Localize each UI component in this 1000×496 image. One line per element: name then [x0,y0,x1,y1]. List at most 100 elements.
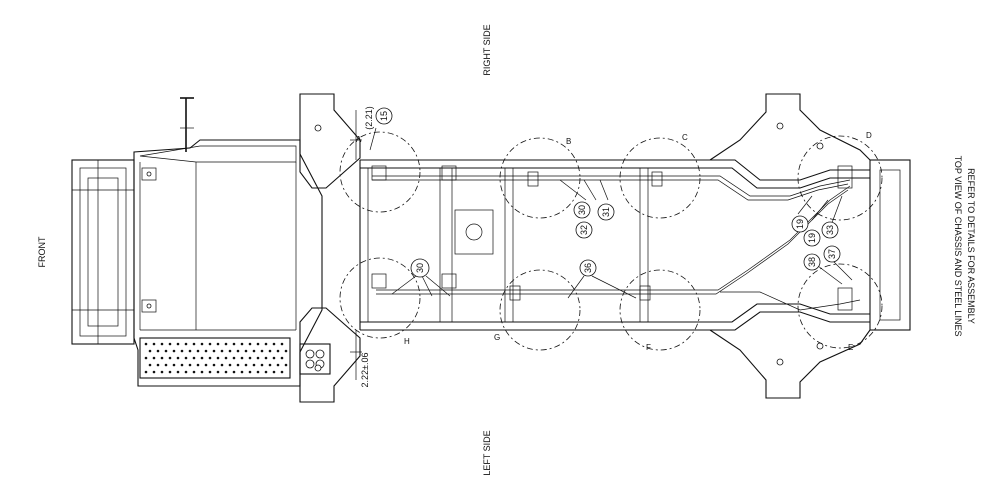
steel-lines [371,165,861,311]
perforation-dot [176,342,180,346]
perforation-dot [252,349,256,353]
perforation-dot [272,342,276,346]
detail-letter-D: D [866,131,872,140]
perforation-dot [200,342,204,346]
perforation-dot [272,356,276,360]
perforation-dot [196,349,200,353]
detail-letter-A: A [356,135,362,144]
perforation-dot [208,356,212,360]
right-side-label: RIGHT SIDE [482,24,492,75]
frame-rails [359,159,911,331]
callout-19b-text: 19 [807,233,817,243]
perforation-dot [280,342,284,346]
detail-letter-H: H [404,337,410,346]
perforation-dot [224,370,228,374]
dimension-bottom-text: 2.22±.06 [360,353,370,388]
title-line-2: REFER TO DETAILS FOR ASSEMBLY [966,168,976,324]
callout-30a-text: 30 [577,205,587,215]
perforation-dot [284,349,288,353]
title-line-1: TOP VIEW OF CHASSIS AND STEEL LINES [953,156,963,337]
perforation-dot [204,349,208,353]
perforation-dot [280,356,284,360]
perforation-dot [236,363,240,367]
perforation-dot [192,370,196,374]
perforation-dot [248,356,252,360]
perforation-dot [160,342,164,346]
rear-wheel-wells [709,93,871,399]
perforation-dot [168,342,172,346]
perforation-dot [256,342,260,346]
perforation-dot [224,342,228,346]
perforation-dot [264,370,268,374]
perforation-dot [256,356,260,360]
perforation-dot [184,342,188,346]
perforation-dot [240,342,244,346]
perforation-dot [148,349,152,353]
callout-30b-text: 30 [415,263,425,273]
perforation-dot [200,356,204,360]
perforation-dot [244,349,248,353]
perforation-dot [160,356,164,360]
perforation-dot [268,363,272,367]
perforation-dot [232,342,236,346]
perforation-dot [152,370,156,374]
perforation-dot [164,363,168,367]
perforation-dot [184,370,188,374]
dimension-bottom: 2.22±.06 [350,330,370,387]
detail-letter-E: E [848,343,853,352]
detail-letter-C: C [682,133,688,142]
callout-36-text: 36 [583,263,593,273]
perforation-dot [144,370,148,374]
perforation-dot [148,363,152,367]
callout-30-lower: 30 [391,258,451,297]
detail-letter-G: G [494,333,500,342]
perforation-dot [276,349,280,353]
perforation-dot [244,363,248,367]
callout-15-text: 15 [379,111,389,121]
perforation-dot [172,349,176,353]
perforation-dot [228,349,232,353]
callout-33-text: 33 [825,225,835,235]
perforation-dot [248,370,252,374]
callout-38-text: 38 [807,257,817,267]
perforation-dot [176,370,180,374]
front-cab [71,97,331,387]
dimension-top: (2.21) [350,106,374,160]
perforation-dot [152,342,156,346]
perforation-dot [264,356,268,360]
dimension-top-text: (2.21) [364,106,374,130]
callout-15: 15 [369,107,393,151]
perforation-dot [264,342,268,346]
perforation-dot [268,349,272,353]
perforation-dot [176,356,180,360]
perforation-dot [180,349,184,353]
callout-36: 36 [567,259,637,299]
perforation-dot [216,356,220,360]
perforation-dot [168,370,172,374]
perforation-dot [152,356,156,360]
perforation-dot [184,356,188,360]
perforation-dot [200,370,204,374]
perforation-dot [144,342,148,346]
callout-30-31-32: 30 31 32 [559,179,615,239]
front-label: FRONT [37,236,47,267]
perforation-dot [212,363,216,367]
perforation-dot [260,363,264,367]
perforation-dot [168,356,172,360]
perforation-dot [196,363,200,367]
perforation-dot [192,356,196,360]
perforation-dot [248,342,252,346]
perforation-dot [276,363,280,367]
perforation-dot [164,349,168,353]
perforation-dot [216,370,220,374]
perforation-dot [216,342,220,346]
perforation-dot [220,363,224,367]
perforation-dot [272,370,276,374]
callout-19a-text: 19 [795,219,805,229]
perforation-dot [284,363,288,367]
perforation-dot [156,349,160,353]
perforation-dot [256,370,260,374]
front-wheel-wells [299,93,361,403]
perforation-dot [160,370,164,374]
